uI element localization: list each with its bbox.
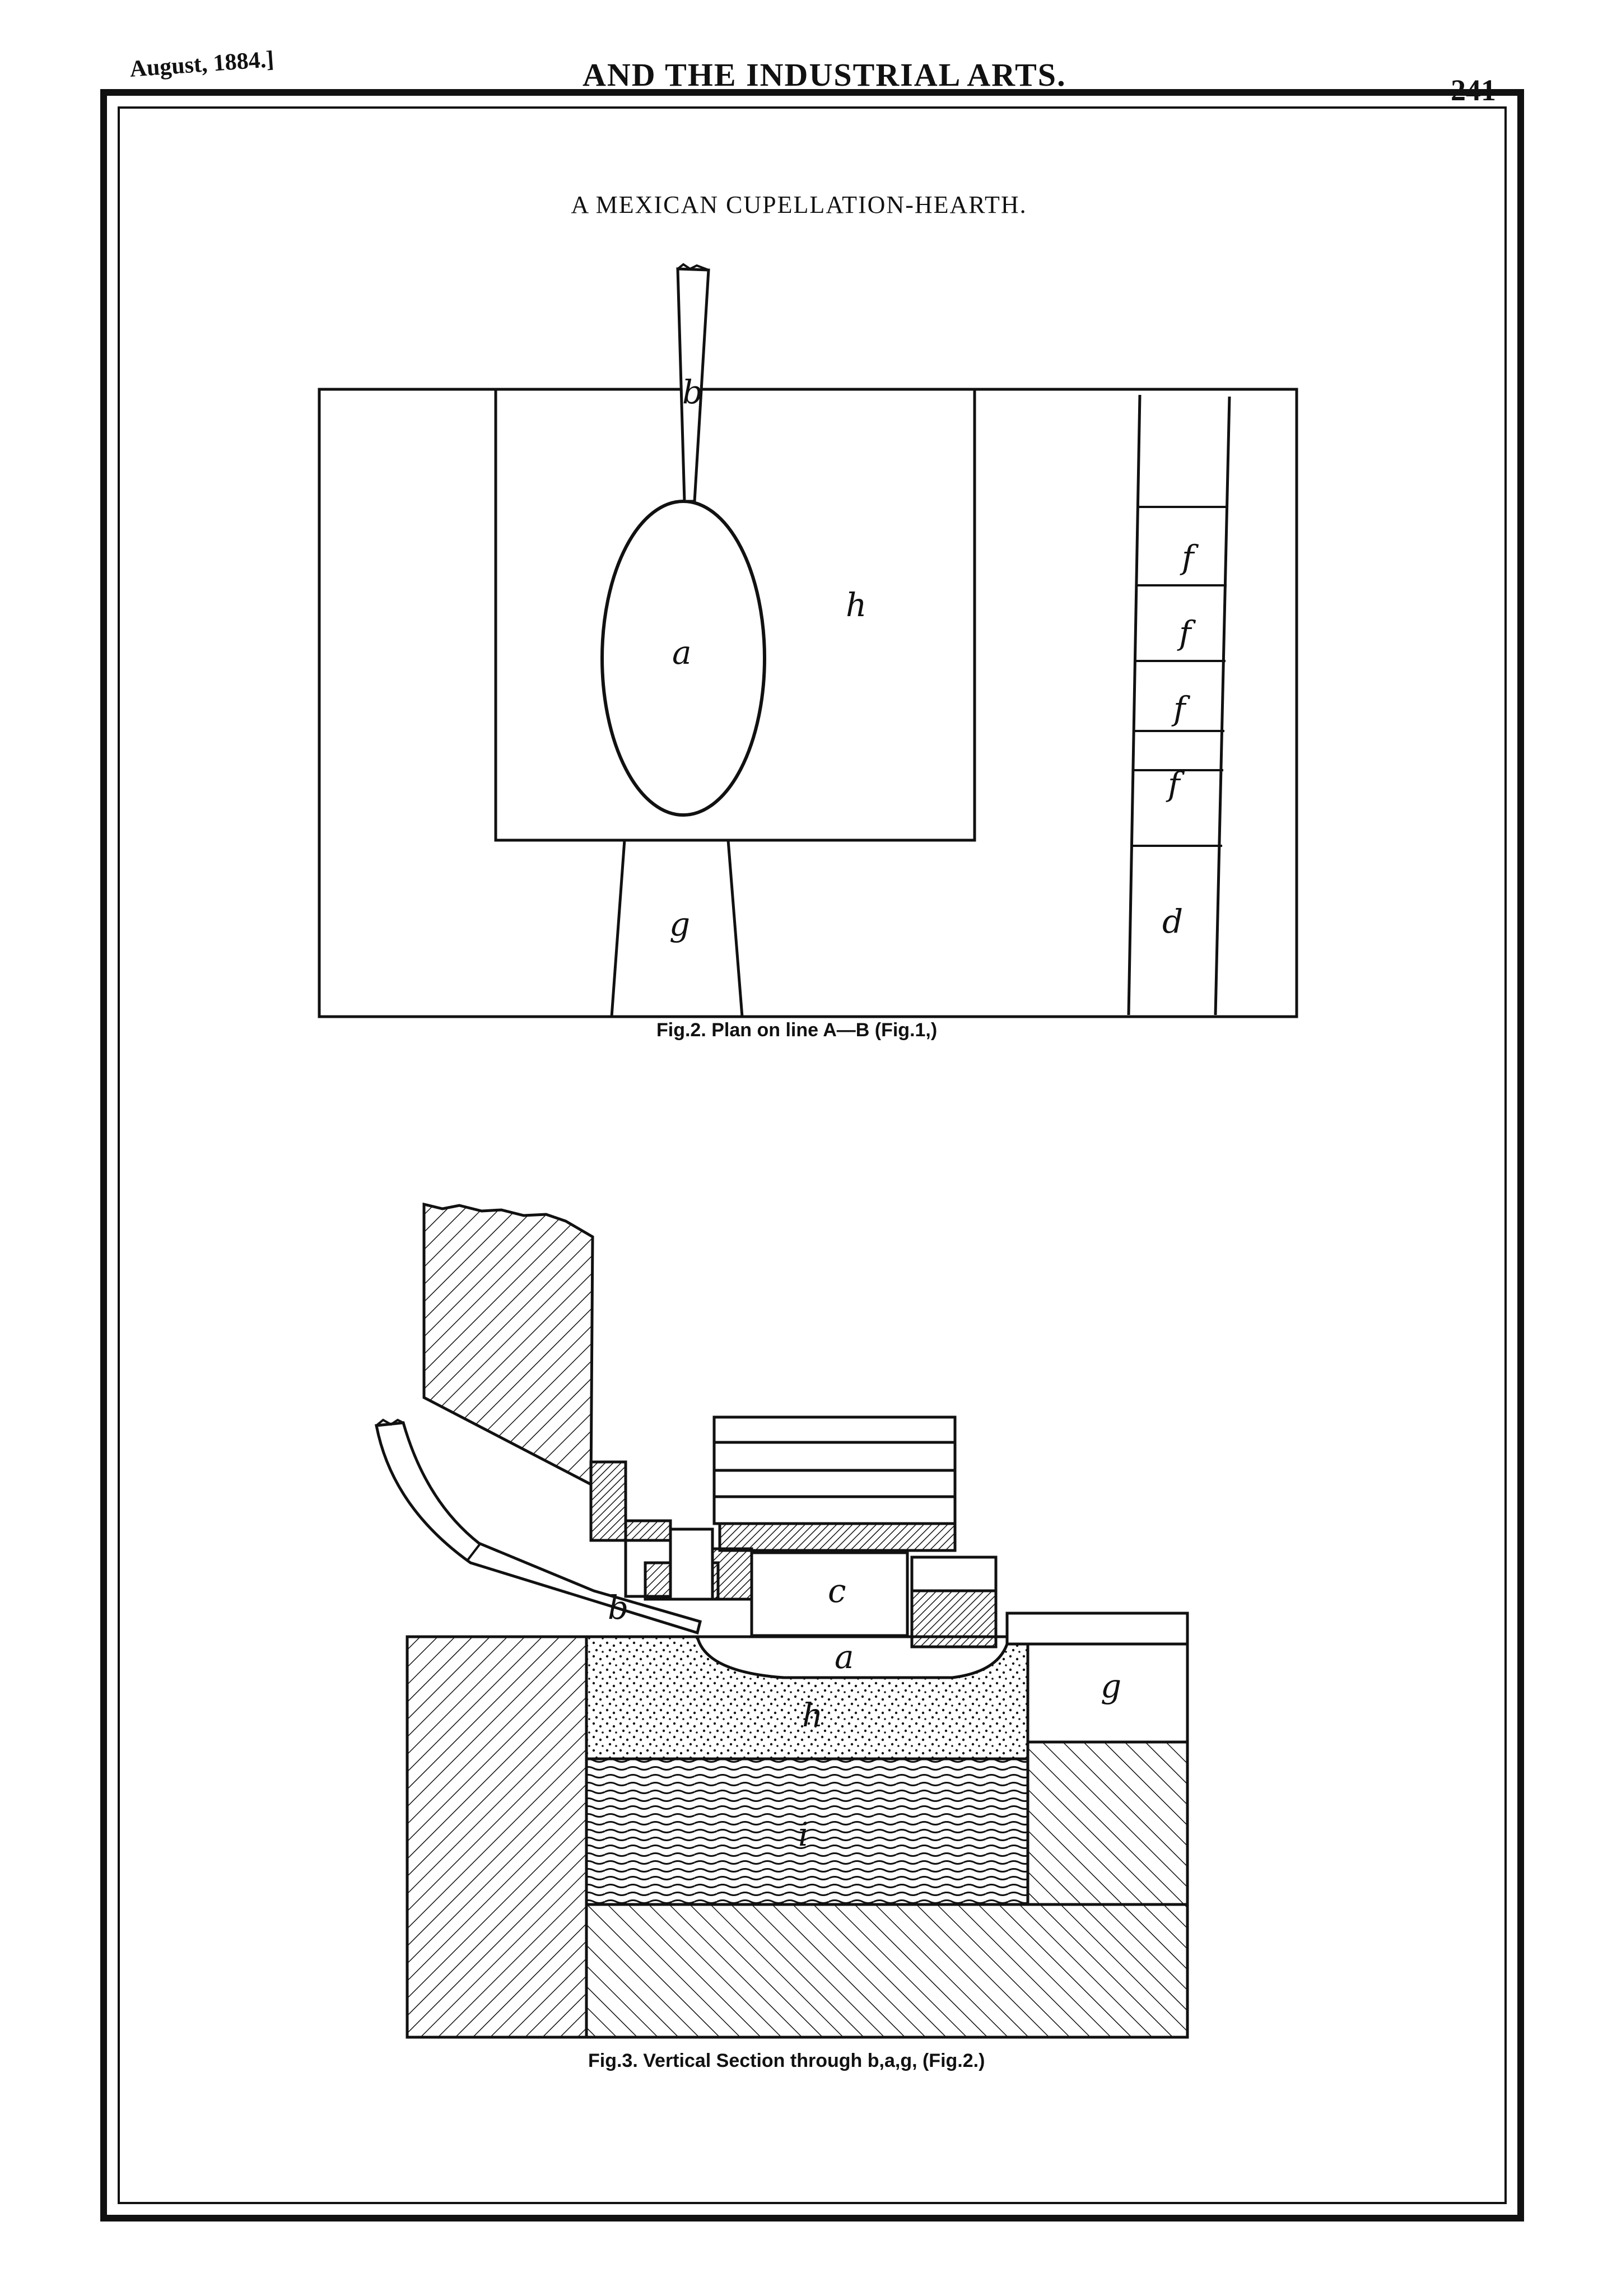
fig3-chimney-wall <box>422 1202 594 1487</box>
fig2-hearth-block-h <box>494 388 976 842</box>
fig3-caption: Fig.3. Vertical Section through b,a,g, (… <box>588 2050 985 2071</box>
fig3-layer-i <box>585 1757 1029 1906</box>
fig2-label-g: g <box>669 905 690 943</box>
fig2-label-b: b <box>682 373 703 411</box>
fig3-label-h: h <box>802 1696 823 1734</box>
fig3-base <box>585 1903 1189 2039</box>
header-journal-title: AND THE INDUSTRIAL ARTS. <box>583 57 1066 93</box>
fig3-block-c <box>750 1551 909 1637</box>
fig3-left-lower-wall <box>406 1635 588 2039</box>
fig2-channel-g <box>610 840 744 1017</box>
fig3-right-foundation <box>1026 1740 1189 1906</box>
fig2-flue-strips <box>1131 506 1228 847</box>
fig2-label-f3: f <box>1171 690 1191 728</box>
fig3-label-i: i <box>798 1815 809 1853</box>
fig2-label-a: a <box>672 634 692 672</box>
plate-border <box>100 89 1524 2222</box>
fig2-label-d: d <box>1162 902 1183 940</box>
fig3-label-c: c <box>828 1572 846 1610</box>
fig2-label-f2: f <box>1177 614 1196 652</box>
fig2-caption: Fig.2. Plan on line A—B (Fig.1,) <box>656 1019 937 1041</box>
fig3-label-b: b <box>608 1589 628 1627</box>
plate-title: A MEXICAN CUPELLATION-HEARTH. <box>571 191 1027 218</box>
fig2-plan: b a h g d f f f f Fig.2. Plan on line A—… <box>318 263 1298 1041</box>
fig3-stepped-bricks <box>589 1460 998 1648</box>
fig2-tuyere-b <box>676 267 710 503</box>
fig3-channel-g <box>1026 1642 1189 1744</box>
fig3-label-g: g <box>1101 1667 1121 1705</box>
fig3-top-block <box>712 1415 957 1525</box>
fig2-label-h: h <box>846 586 866 624</box>
fig3-label-a: a <box>835 1638 854 1676</box>
fig3-tuyere-b <box>375 1421 702 1635</box>
fig3-section: b c a h i g Fig.3. Vertical Section thro… <box>375 1202 1189 2071</box>
fig2-outer-outline <box>318 388 1298 1018</box>
fig2-label-f1: f <box>1180 538 1199 576</box>
